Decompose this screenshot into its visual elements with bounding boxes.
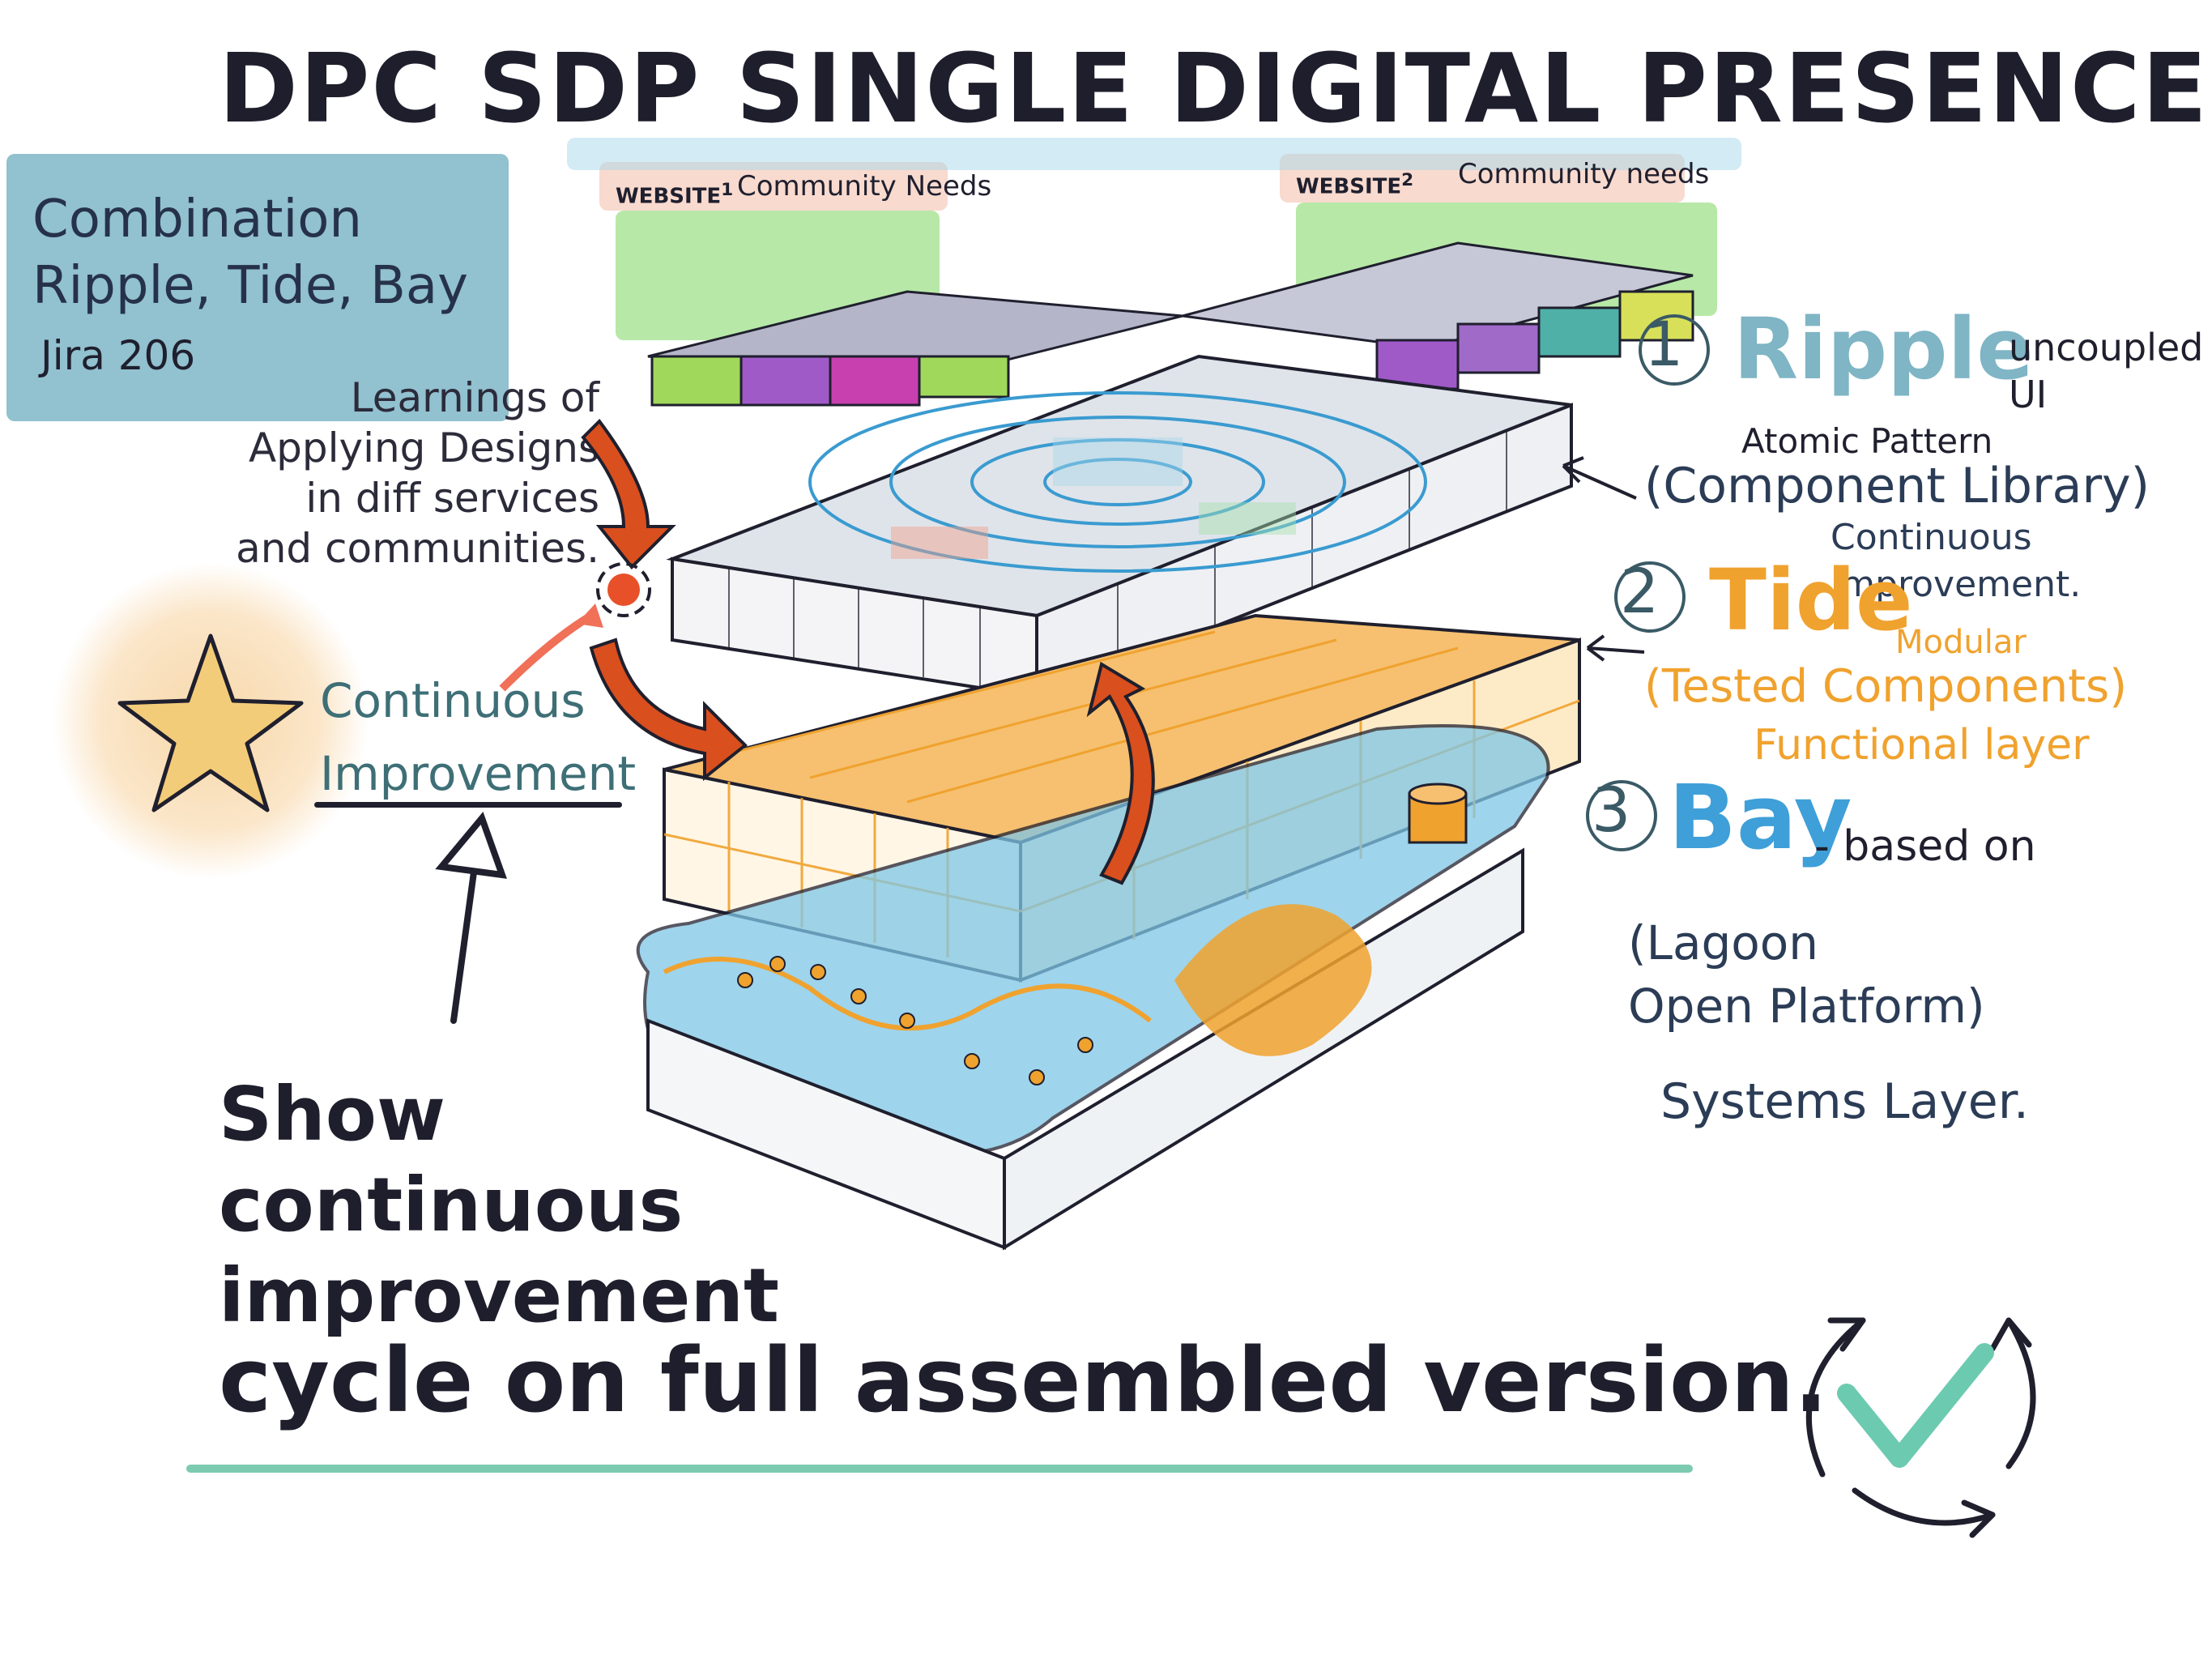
label-pointers bbox=[1562, 456, 1645, 662]
ripple-layer bbox=[666, 354, 1573, 699]
learnings-text: Learnings of Applying Designs in diff se… bbox=[178, 373, 599, 574]
website1-needs: Community Needs bbox=[737, 170, 992, 203]
continuous-improvement-line1: Continuous bbox=[320, 673, 586, 728]
website2-needs: Community needs bbox=[1458, 158, 1710, 190]
tide-tested: (Tested Components) bbox=[1644, 660, 2128, 713]
ripple-library: (Component Library) bbox=[1644, 458, 2150, 514]
ripple-number: 1 bbox=[1644, 308, 1684, 380]
bay-layer bbox=[636, 724, 1550, 1251]
website1-label: WEBSITE1 bbox=[616, 180, 734, 209]
continuous-improvement-line2: Improvement bbox=[320, 746, 637, 801]
red-cycle-arrow-icon bbox=[499, 562, 651, 692]
continuous-improvement-underline bbox=[314, 802, 622, 808]
website1-header-band bbox=[599, 162, 948, 211]
star-icon bbox=[53, 563, 369, 879]
ripple-uncoupled-line2: UI bbox=[2009, 373, 2048, 416]
ripple-name: Ripple bbox=[1733, 300, 2034, 399]
continuous-improvement-label: Continuous Improvement bbox=[320, 664, 636, 810]
page-title: DPC SDP SINGLE DIGITAL PRESENCE bbox=[219, 32, 2210, 144]
bay-lagoon-line1: (Lagoon bbox=[1628, 915, 1819, 970]
ripple-ci-line1: Continuous bbox=[1831, 517, 2032, 558]
improvement-arrows bbox=[581, 418, 1155, 885]
intro-combination-line1: Combination bbox=[32, 190, 362, 249]
ripple-continuous: Continuous improvement. bbox=[1831, 514, 2081, 608]
learnings-line2: Applying Designs bbox=[248, 424, 599, 471]
statement-underline bbox=[186, 1465, 1693, 1473]
intro-box bbox=[6, 154, 509, 421]
learnings-line3: in diff services bbox=[305, 475, 599, 522]
ripple-uncoupled-line1: uncoupled bbox=[2009, 326, 2204, 369]
website2-label: WEBSITE2 bbox=[1296, 170, 1414, 199]
cycle-check-icon bbox=[1805, 1317, 2036, 1538]
show-line1: Show bbox=[219, 1071, 445, 1158]
cycle-statement: cycle on full assembled version. bbox=[219, 1328, 1828, 1432]
bay-number-circle bbox=[1586, 780, 1657, 851]
intro-combination-line2: Ripple, Tide, Bay bbox=[32, 256, 468, 316]
bay-systems: Systems Layer. bbox=[1660, 1073, 2029, 1130]
tide-name: Tide bbox=[1709, 551, 1913, 650]
show-line3: improvement bbox=[219, 1252, 779, 1339]
bay-number: 3 bbox=[1592, 774, 1631, 846]
ripple-number-circle bbox=[1639, 314, 1710, 386]
ripple-uncoupled: uncoupled UI bbox=[2009, 324, 2203, 418]
tide-functional: Functional layer bbox=[1754, 721, 2090, 770]
bay-based-on: - based on bbox=[1814, 822, 2036, 871]
tide-modular: Modular bbox=[1895, 624, 2027, 661]
ripple-ci-line2: improvement. bbox=[1831, 564, 2082, 605]
ripple-atomic: Atomic Pattern bbox=[1741, 421, 1993, 461]
bay-name: Bay bbox=[1669, 766, 1852, 869]
show-statement: Show continuous improvement bbox=[219, 1069, 779, 1341]
bay-lagoon: (Lagoon Open Platform) bbox=[1628, 911, 1985, 1038]
website1-blocks bbox=[647, 290, 1183, 407]
tide-number: 2 bbox=[1620, 555, 1660, 627]
ripple-circles bbox=[808, 391, 1427, 573]
learnings-line4: and communities. bbox=[236, 525, 599, 572]
tide-number-circle bbox=[1614, 561, 1686, 633]
intro-combination: Combination Ripple, Tide, Bay bbox=[32, 186, 468, 319]
up-arrow bbox=[435, 812, 507, 1024]
learnings-line1: Learnings of bbox=[350, 374, 599, 421]
show-line2: continuous bbox=[219, 1162, 684, 1248]
bay-lagoon-line2: Open Platform) bbox=[1628, 979, 1985, 1034]
jira-label: Jira 206 bbox=[40, 332, 196, 379]
